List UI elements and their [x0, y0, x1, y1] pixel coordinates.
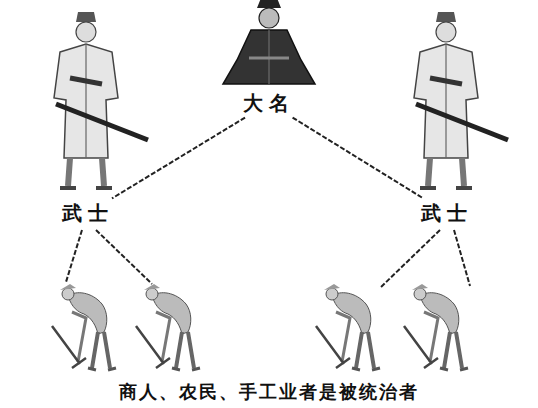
- rank-label: 武士: [62, 202, 114, 224]
- leader-line: [66, 230, 470, 288]
- peasant-figure: [404, 284, 468, 370]
- peasant-figure: [136, 284, 200, 370]
- rank-label-box: 大名: [239, 90, 299, 116]
- peasant-figure: [52, 284, 116, 370]
- rank-label: 大名: [243, 92, 295, 114]
- caption-text: 商人、农民、手工业者是被统治者: [119, 382, 419, 402]
- hierarchy-line: [112, 118, 245, 199]
- hierarchy-line: [293, 118, 424, 199]
- rank-label-box: 武士: [417, 200, 477, 226]
- samurai-figure: [54, 12, 148, 188]
- samurai-figure: [414, 12, 508, 188]
- daimyo-figure: [223, 0, 315, 84]
- rank-label: 武士: [421, 202, 473, 224]
- rank-label-box: 武士: [58, 200, 118, 226]
- peasant-figure: [316, 284, 380, 370]
